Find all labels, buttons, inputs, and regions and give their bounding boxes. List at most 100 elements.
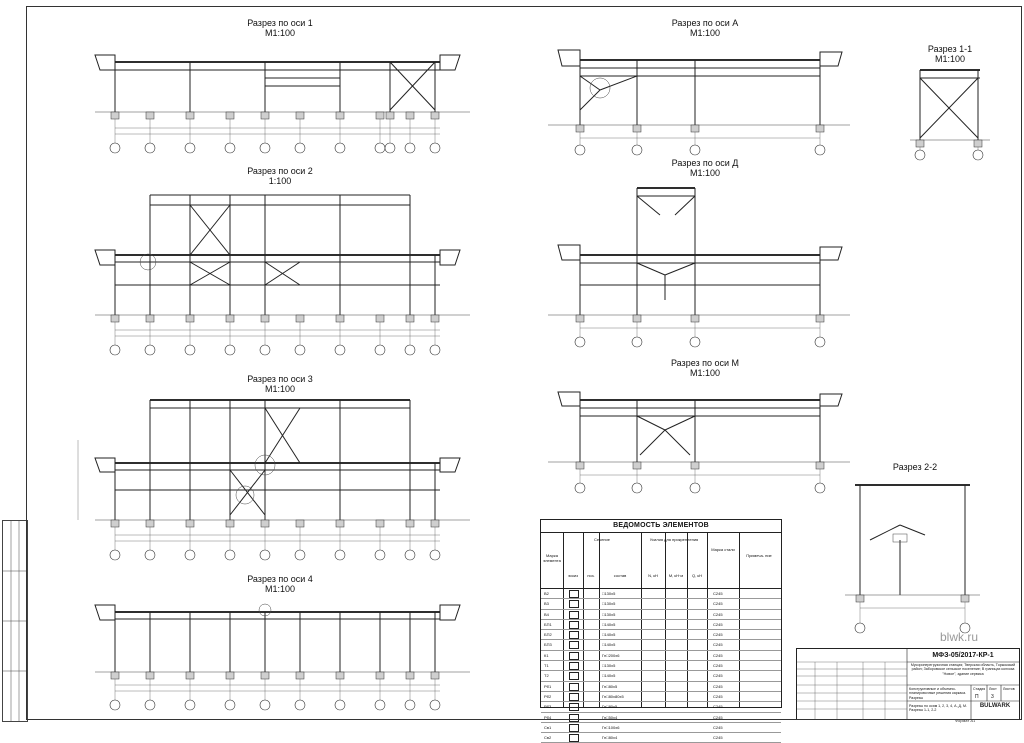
foundation-pad: [375, 671, 385, 680]
section-title-axis-3: Разрез по оси 3 М1:100: [220, 374, 340, 394]
section-axis-m: [548, 391, 850, 476]
foundation-pad: [145, 519, 155, 528]
axis-bubble: [109, 142, 121, 154]
foundation-pad: [295, 519, 305, 528]
sheets-label: Листов: [1003, 687, 1015, 691]
foundation-pad: [405, 671, 415, 680]
row-mark: Св1: [544, 724, 552, 730]
section-title-axis-a-text: Разрез по оси А: [671, 18, 739, 28]
axis-bubble: [224, 549, 236, 561]
section-scale-1-1: М1:100: [934, 54, 966, 64]
watermark: blwk.ru: [940, 630, 979, 644]
section-sketch-icon: [569, 600, 579, 609]
axis-bubble: [574, 144, 586, 156]
section-scale-axis-d: М1:100: [689, 168, 721, 178]
foundation-pad: [145, 671, 155, 680]
foundation-pad: [575, 314, 585, 323]
axis-bubble: [334, 344, 346, 356]
section-title-1-1: Разрез 1-1 М1:100: [905, 44, 995, 64]
foundation-pad: [110, 111, 120, 120]
foundation-pad: [260, 111, 270, 120]
axis-bubble: [972, 149, 984, 161]
row-steel: С245: [713, 663, 723, 669]
sheet-contents: Разрезы по осям 1, 2, 3, 4, А, Д, М. Раз…: [909, 704, 967, 713]
col-force: Усилия для прикрепления: [649, 537, 699, 542]
row-mark: Т1: [544, 663, 549, 669]
axis-bubble: [374, 142, 386, 154]
row-steel: С245: [713, 683, 723, 689]
row-composition: □130х5: [602, 663, 616, 669]
section-title-axis-d-text: Разрез по оси Д: [671, 158, 739, 168]
axis-bubble: [814, 482, 826, 494]
section-sketch-icon: [569, 641, 579, 650]
axis-bubble: [429, 699, 441, 711]
row-composition: □140х5: [602, 621, 616, 627]
col-steel: Марка стали: [711, 547, 735, 552]
section-sketch-icon: [569, 682, 579, 691]
foundation-pad: [815, 461, 825, 470]
section-sketch-icon: [569, 723, 579, 732]
axis-bubble: [294, 142, 306, 154]
foundation-pad: [145, 111, 155, 120]
section-1-1: [910, 69, 990, 141]
section-axis-3: [77, 399, 470, 542]
foundation-pad: [960, 594, 970, 603]
axis-bubble: [814, 144, 826, 156]
axis-bubble: [574, 336, 586, 348]
axis-bubble: [259, 344, 271, 356]
axis-bubble: [334, 142, 346, 154]
col-n: N, кН: [648, 573, 658, 578]
row-mark: Рб3: [544, 704, 552, 710]
row-mark: Рб1: [544, 683, 552, 689]
section-title-axis-d: Разрез по оси Д М1:100: [645, 158, 765, 178]
row-composition: □140х5: [602, 673, 616, 679]
section-title-axis-m: Разрез по оси М М1:100: [645, 358, 765, 378]
stage-label: Стадия: [973, 687, 986, 691]
section-scale-axis-1: М1:100: [264, 28, 296, 38]
axis-bubble: [429, 549, 441, 561]
drawing-canvas: .m{stroke:#222;stroke-width:1;fill:none;…: [77, 49, 990, 711]
section-title-2-2-text: Разрез 2-2: [892, 462, 938, 472]
row-steel: С245: [713, 724, 723, 730]
axis-bubble: [184, 549, 196, 561]
axis-bubble: [814, 336, 826, 348]
axis-bubble: [184, 142, 196, 154]
axis-bubble: [334, 699, 346, 711]
axis-bubble: [184, 699, 196, 711]
sheet-title: Конструктивные и объемно-планировочные р…: [909, 687, 967, 700]
axis-bubble: [334, 549, 346, 561]
foundation-pad: [375, 519, 385, 528]
foundation-pad: [225, 111, 235, 120]
axis-bubble: [259, 142, 271, 154]
foundation-pad: [110, 519, 120, 528]
axis-bubble: [631, 336, 643, 348]
col-m: M, кН·м: [668, 573, 684, 578]
row-composition: □130х5: [602, 611, 616, 617]
axis-bubble: [689, 482, 701, 494]
foundation-pad: [815, 124, 825, 133]
section-axis-2: [94, 194, 470, 337]
section-scale-axis-3: М1:100: [264, 384, 296, 394]
section-scale-axis-2: 1:100: [268, 176, 292, 186]
section-sketch-icon: [569, 651, 579, 660]
axis-bubble: [109, 344, 121, 356]
section-title-axis-1-text: Разрез по оси 1: [247, 18, 313, 28]
section-title-axis-4-text: Разрез по оси 4: [247, 574, 313, 584]
row-steel: С245: [713, 601, 723, 607]
axis-bubble: [959, 622, 971, 634]
axis-bubble: [294, 344, 306, 356]
foundation-pad: [973, 139, 983, 148]
section-sketch-icon: [569, 610, 579, 619]
drawing-code: МФЗ-05/2017-КР-1: [932, 652, 994, 659]
axis-bubble: [184, 344, 196, 356]
axis-bubble: [374, 344, 386, 356]
row-mark: Т2: [544, 673, 549, 679]
approval-strip-grid: [3, 521, 27, 721]
